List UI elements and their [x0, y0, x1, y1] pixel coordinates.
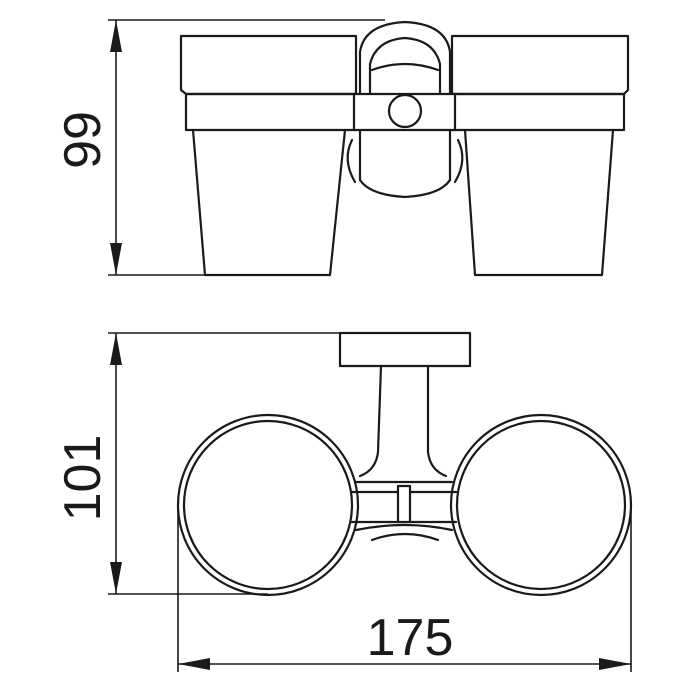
- arrow-up: [110, 20, 122, 52]
- dimension-depth: 101: [54, 332, 340, 595]
- right-ring-top: [449, 413, 633, 597]
- front-view: [179, 20, 630, 277]
- dimension-depth-label: 101: [54, 435, 112, 522]
- arrow-left: [178, 658, 210, 670]
- arrow-down: [110, 243, 122, 275]
- dimension-height-label: 99: [54, 111, 112, 169]
- top-view: [176, 331, 633, 597]
- dimension-height: 99: [54, 19, 385, 276]
- right-tumbler-front: [450, 34, 630, 277]
- arrow-right: [599, 658, 631, 670]
- left-ring-top: [176, 413, 360, 597]
- holder-bridge: [350, 480, 458, 542]
- arrow-down: [110, 562, 122, 594]
- dimension-width: 175: [177, 505, 632, 672]
- fixing-screw-circle: [387, 93, 423, 129]
- wall-plate: [338, 331, 472, 368]
- left-tumbler-front: [179, 34, 358, 277]
- arrow-up: [110, 333, 122, 365]
- central-bracket-front: [346, 20, 464, 199]
- dimension-width-label: 175: [367, 609, 454, 667]
- support-arm: [358, 364, 448, 478]
